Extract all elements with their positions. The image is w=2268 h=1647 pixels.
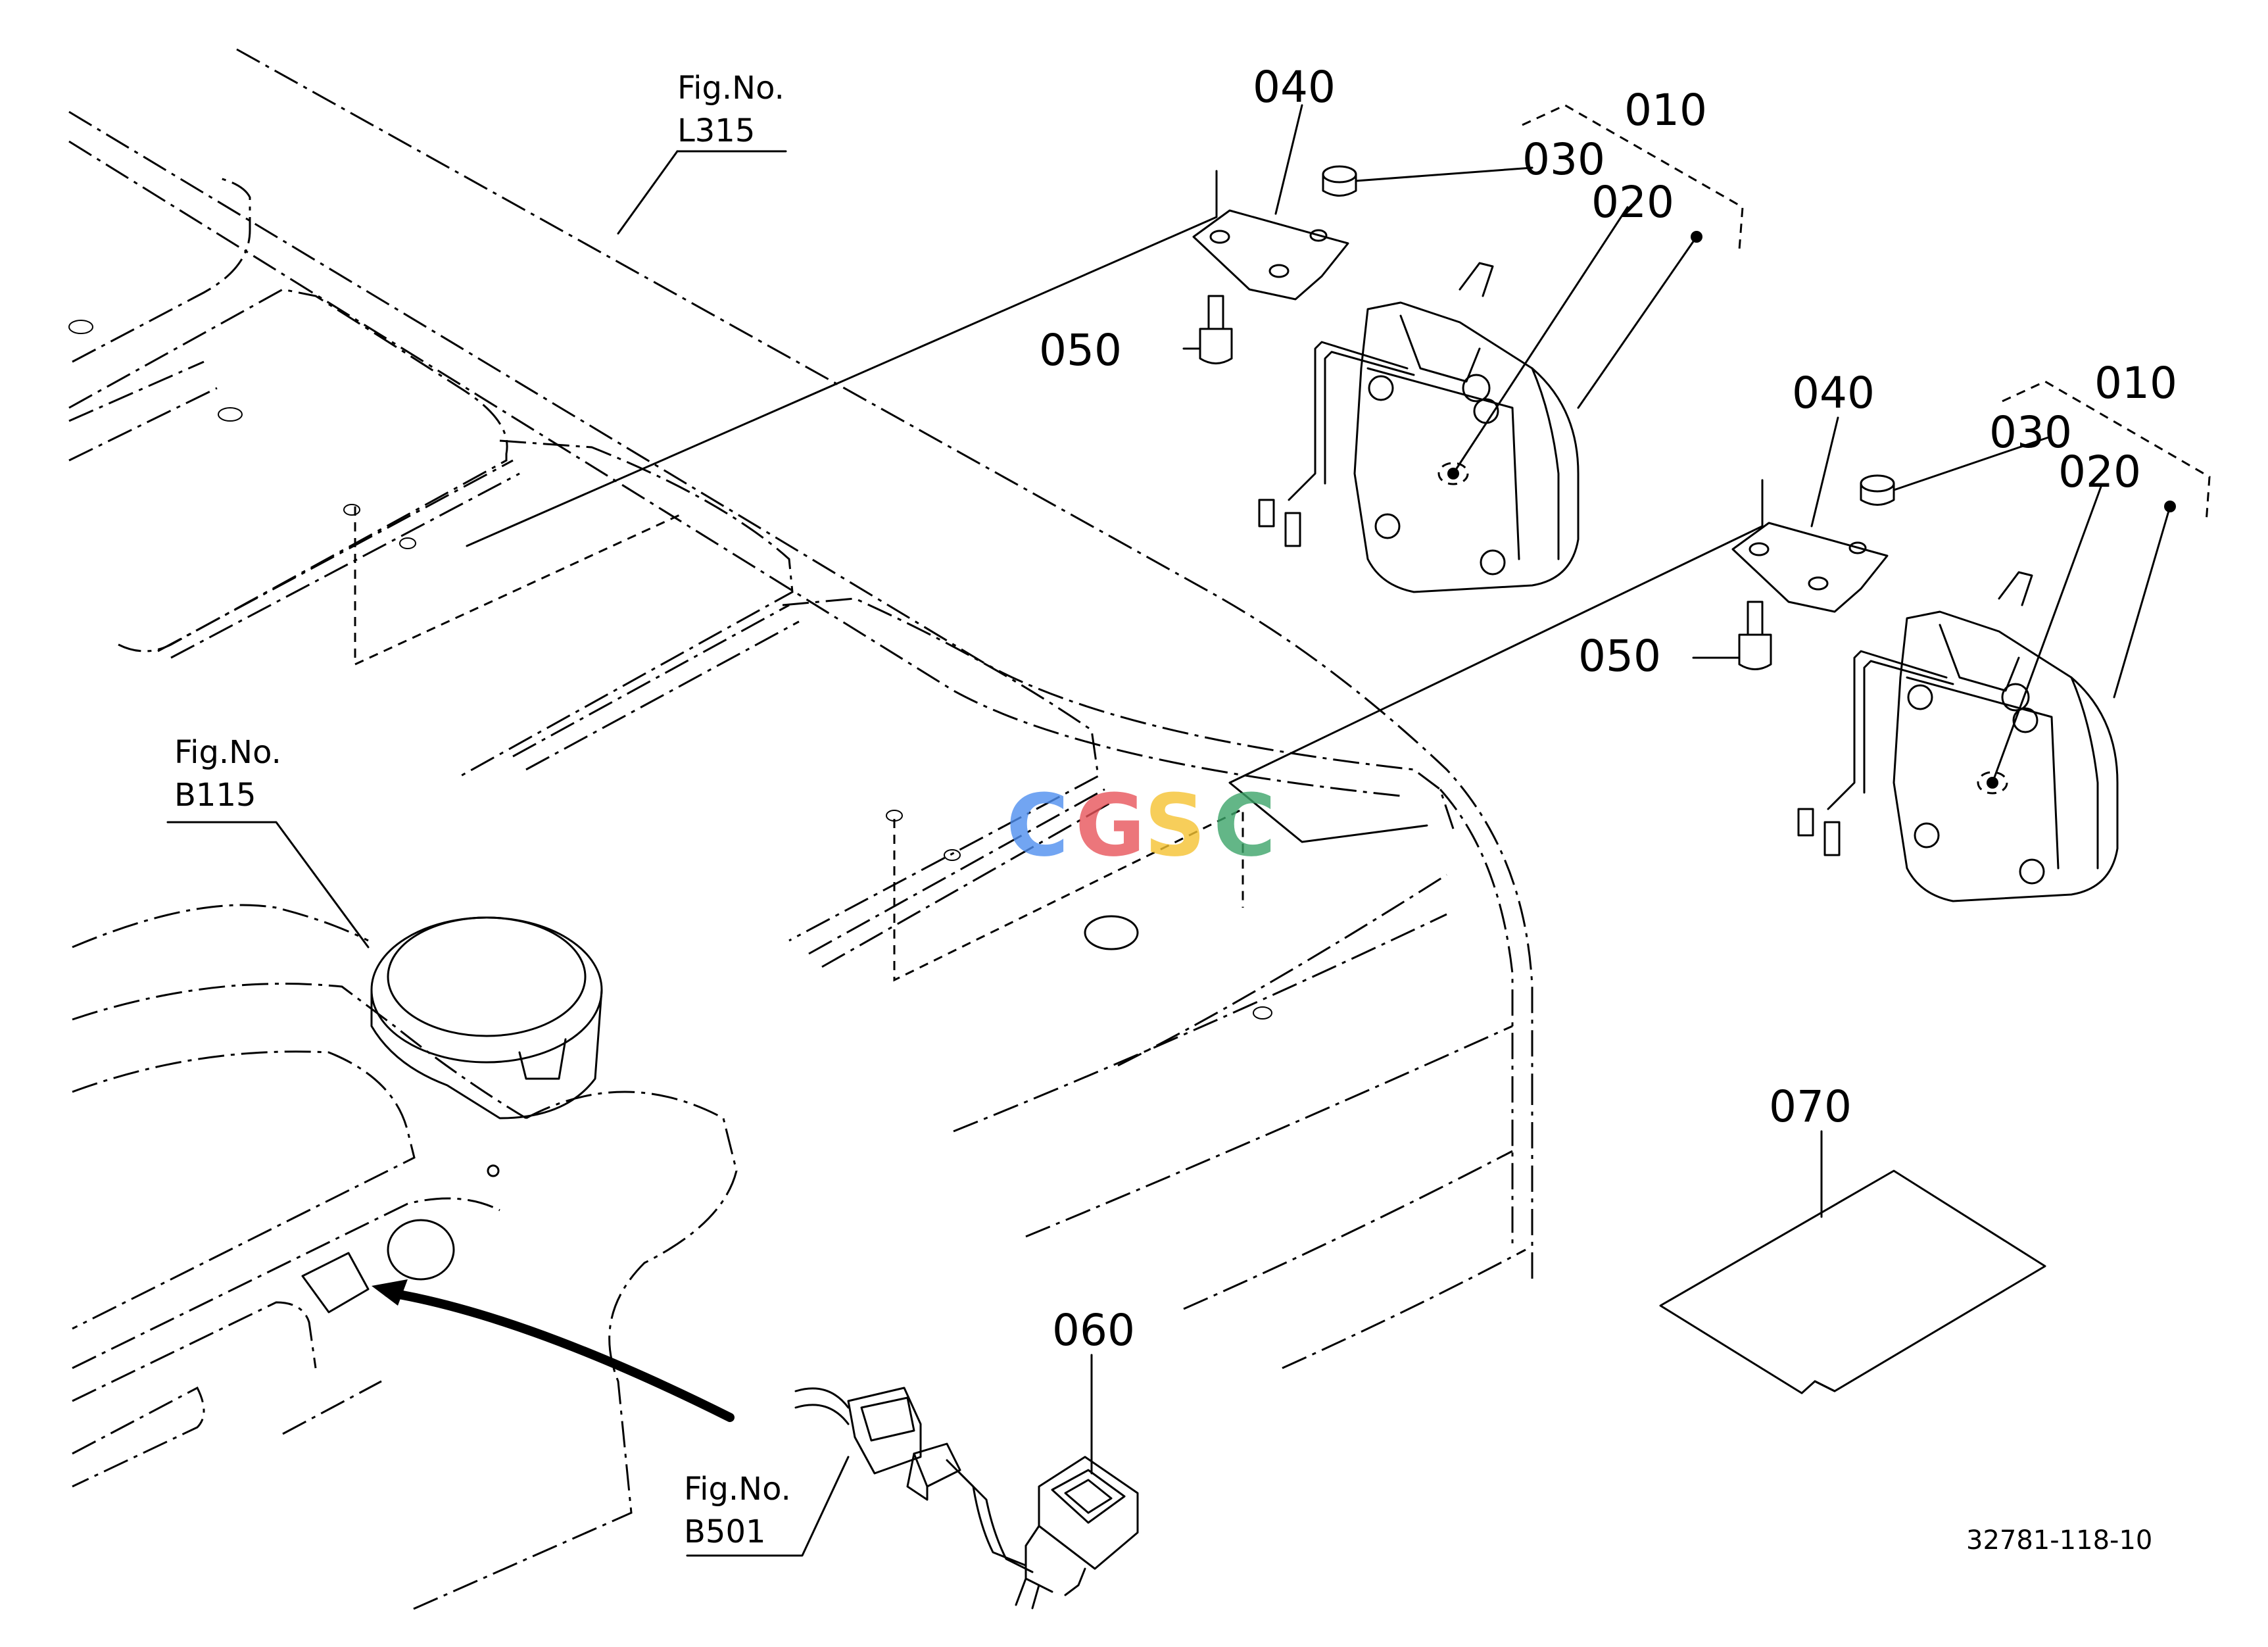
fig-ref-prefix: Fig.No.: [677, 70, 784, 107]
bracket-icon: [1192, 209, 1349, 301]
callout-030-right[interactable]: 030: [1989, 407, 2072, 458]
callout-050-right[interactable]: 050: [1578, 631, 1661, 681]
decal-sheet-icon: [1659, 1169, 2046, 1394]
lamp-assembly-icon: [1258, 262, 1580, 593]
nut-icon: [1860, 474, 1895, 506]
callout-050-left[interactable]: 050: [1039, 325, 1122, 376]
svg-text:G: G: [1075, 775, 1146, 875]
fig-ref-code[interactable]: B115: [174, 777, 256, 814]
cab-body-outline: [68, 48, 1533, 1613]
left-lamp-phantom: [354, 506, 685, 666]
callout-040-left[interactable]: 040: [1253, 62, 1336, 112]
cup-holder: [301, 916, 603, 1314]
fig-ref-code[interactable]: B501: [684, 1513, 766, 1550]
callout-020-right[interactable]: 020: [2058, 447, 2141, 497]
left-lamp-assembly: [1192, 165, 1580, 593]
fig-ref-prefix: Fig.No.: [174, 734, 281, 771]
right-lamp-leader: [1228, 479, 1764, 843]
arrow-head-icon: [372, 1279, 408, 1306]
fig-ref-prefix: Fig.No.: [684, 1471, 791, 1508]
right-lamp-assembly: [1731, 474, 2119, 902]
install-arrow: [383, 1288, 735, 1422]
callout-010-left[interactable]: 010: [1624, 85, 1707, 135]
document-number: 32781-118-10: [1966, 1525, 2152, 1556]
svg-text:C: C: [1006, 775, 1069, 875]
right-lamp-phantom: [893, 807, 1244, 982]
fig-ref-code[interactable]: L315: [677, 112, 755, 149]
connector-icon: [794, 1387, 1034, 1573]
callout-040-right[interactable]: 040: [1792, 368, 1875, 418]
svg-text:C: C: [1213, 775, 1276, 875]
bolt-icon: [1738, 601, 1772, 670]
lamp-assembly-icon: [1797, 571, 2119, 902]
switch-icon: [1015, 1456, 1139, 1610]
callout-020-left[interactable]: 020: [1591, 177, 1674, 228]
callout-060[interactable]: 060: [1052, 1305, 1135, 1356]
watermark: C G S C: [1006, 775, 1276, 875]
callout-010-right[interactable]: 010: [2094, 358, 2177, 408]
nut-icon: [1322, 165, 1357, 197]
bolt-icon: [1199, 295, 1233, 364]
callout-070[interactable]: 070: [1769, 1081, 1852, 1132]
callout-leaders: [166, 104, 2211, 1557]
mounting-holes: [68, 320, 1272, 1020]
left-lamp-leader: [466, 170, 1218, 547]
callout-030-left[interactable]: 030: [1522, 134, 1605, 185]
bracket-icon: [1731, 522, 1889, 613]
svg-text:S: S: [1144, 775, 1206, 875]
